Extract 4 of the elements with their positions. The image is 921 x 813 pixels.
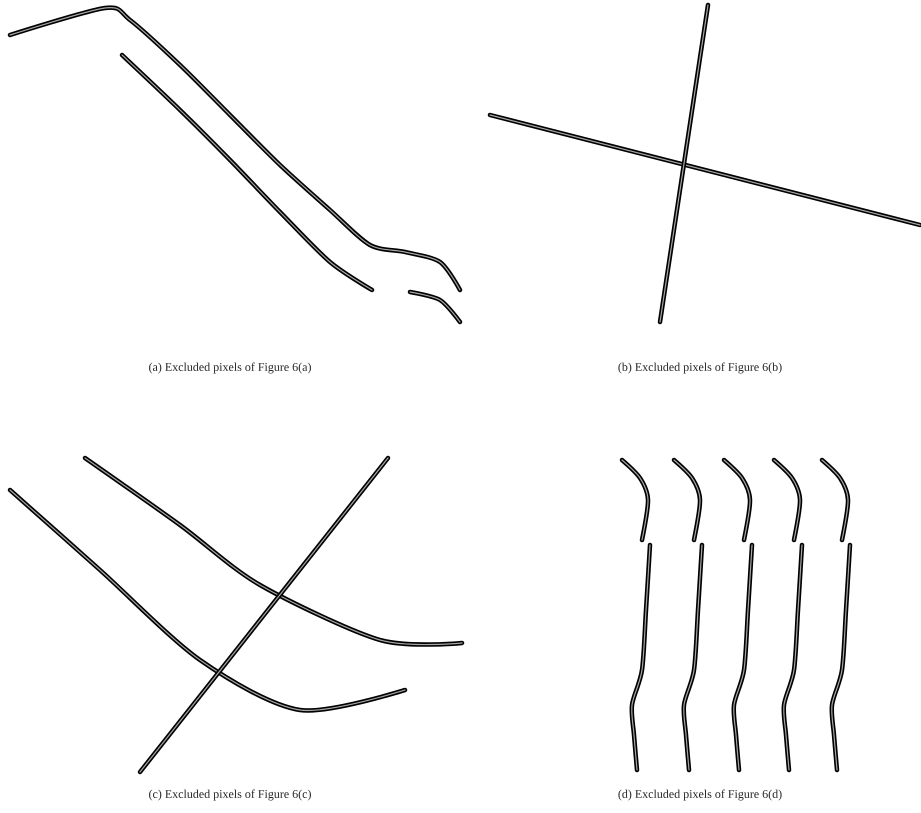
caption: (c) Excluded pixels of Figure 6(c) xyxy=(149,789,311,800)
caption: (a) Excluded pixels of Figure 6(a) xyxy=(149,362,311,374)
caption: (b) Excluded pixels of Figure 6(b) xyxy=(618,362,782,374)
caption: (d) Excluded pixels of Figure 6(d) xyxy=(618,789,782,800)
